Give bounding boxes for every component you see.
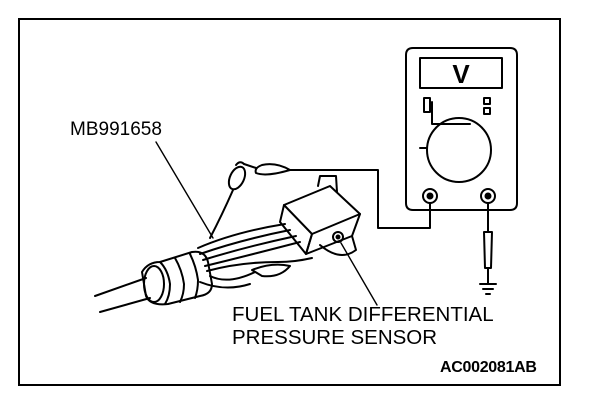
tool-leader-line xyxy=(155,141,214,239)
sensor-label: FUEL TANK DIFFERENTIAL PRESSURE SENSOR xyxy=(232,303,494,349)
meter-display xyxy=(419,57,503,89)
ground-probe xyxy=(479,202,497,295)
tool-label: MB991658 xyxy=(70,119,162,140)
meter-display-symbol: V xyxy=(452,59,470,89)
meter-dial xyxy=(426,117,492,183)
multimeter: V xyxy=(405,47,518,211)
sensor-label-line-2: PRESSURE SENSOR xyxy=(232,326,438,349)
test-lead xyxy=(287,169,431,229)
harness-wires xyxy=(197,189,313,289)
sensor-label-line-1: FUEL TANK DIFFERENTIAL xyxy=(232,303,494,326)
figure-code: AC002081AB xyxy=(440,359,537,376)
sensor-leader-line xyxy=(340,242,378,306)
pressure-sensor xyxy=(279,175,361,256)
harness-connector xyxy=(94,250,213,313)
alligator-clip xyxy=(227,161,291,191)
